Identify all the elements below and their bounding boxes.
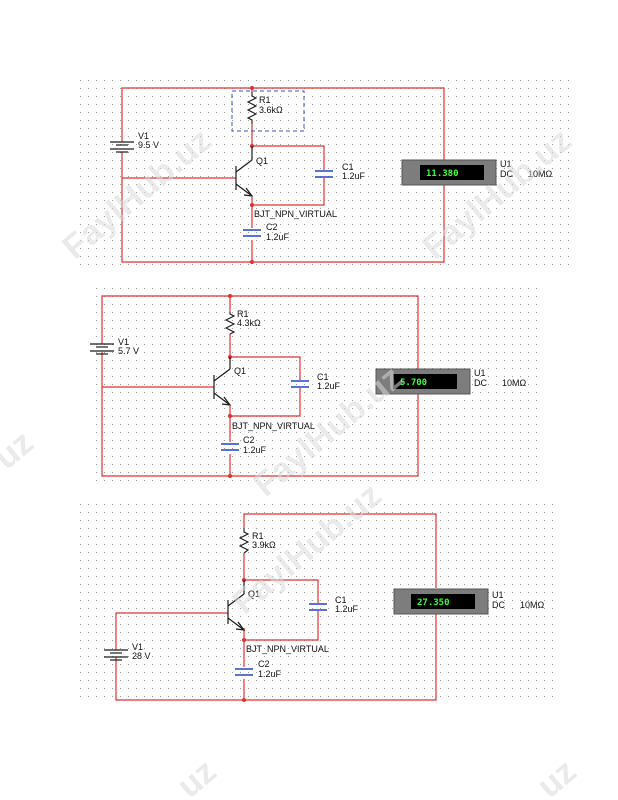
transistor-name-2: Q1 — [234, 366, 246, 376]
meter-name-2: U1 — [474, 368, 486, 378]
transistor-model-1: BJT_NPN_VIRTUAL — [254, 209, 337, 219]
battery-v1-symbol[interactable] — [104, 649, 128, 661]
battery-value-2: 5.7 V — [118, 346, 139, 356]
transistor-model-2: BJT_NPN_VIRTUAL — [232, 421, 315, 431]
c2-name-1: C2 — [266, 222, 278, 232]
capacitor-c2-symbol[interactable] — [235, 668, 253, 676]
multimeter-screen-2 — [393, 374, 457, 389]
capacitor-c2-symbol[interactable] — [221, 443, 239, 451]
battery-v1-symbol[interactable] — [110, 141, 134, 153]
multimeter-reading-1: 11.380 — [426, 169, 459, 179]
c1-name-2: C1 — [317, 372, 329, 382]
c2-value-2: 1.2uF — [243, 445, 267, 455]
battery-v1-symbol[interactable] — [90, 343, 114, 355]
transistor-name-3: Q1 — [248, 589, 260, 599]
multimeter-screen-3 — [411, 594, 475, 609]
meter-impedance-2: 10MΩ — [502, 378, 527, 388]
c1-name-1: C1 — [342, 162, 354, 172]
selection-box-r1[interactable] — [231, 90, 305, 132]
resistor-name-3: R1 — [252, 531, 264, 541]
capacitor-c1-symbol[interactable] — [315, 170, 333, 178]
transistor-name-1: Q1 — [256, 156, 268, 166]
c1-value-3: 1.2uF — [335, 604, 359, 614]
battery-value-1: 9.5 V — [138, 140, 159, 150]
meter-mode-1: DC — [500, 169, 513, 179]
c1-name-3: C1 — [335, 595, 347, 605]
multimeter-reading-2: 5.700 — [400, 378, 427, 388]
resistor-name-2: R1 — [237, 309, 249, 319]
c1-value-2: 1.2uF — [317, 381, 341, 391]
junctions-panel-2 — [228, 294, 232, 478]
meter-mode-3: DC — [492, 600, 505, 610]
resistor-value-3: 3.9kΩ — [252, 540, 276, 550]
capacitor-c2-symbol[interactable] — [243, 229, 261, 237]
watermark-6: uz — [170, 752, 223, 800]
meter-name-1: U1 — [500, 159, 512, 169]
resistor-r1-symbol[interactable] — [224, 312, 236, 335]
battery-name-1: V1 — [138, 131, 149, 141]
circuit-panel-3: V1 28 V R1 3.9kΩ Q1 BJT_NPN_VIRTUAL C1 1… — [74, 498, 558, 702]
multimeter-reading-3: 27.350 — [417, 598, 450, 608]
resistor-r1-symbol[interactable] — [238, 528, 250, 554]
wires-panel-1 — [121, 87, 445, 263]
c1-value-1: 1.2uF — [342, 171, 366, 181]
resistor-value-2: 4.3kΩ — [237, 318, 261, 328]
resistor-name-1: R1 — [259, 95, 271, 105]
capacitor-c1-symbol[interactable] — [291, 380, 309, 388]
transistor-q1-symbol[interactable] — [227, 580, 246, 631]
battery-name-2: V1 — [118, 337, 129, 347]
c2-name-3: C2 — [258, 659, 270, 669]
multimeter-screen-1 — [420, 165, 484, 180]
meter-mode-2: DC — [474, 378, 487, 388]
meter-impedance-3: 10MΩ — [520, 600, 545, 610]
resistor-r1-symbol[interactable] — [246, 92, 258, 124]
c2-value-3: 1.2uF — [258, 669, 282, 679]
transistor-q1-symbol[interactable] — [213, 357, 232, 406]
circuit-panel-2: V1 5.7 V R1 4.3kΩ Q1 BJT_NPN_VIRTUAL C1 … — [90, 286, 544, 482]
transistor-model-3: BJT_NPN_VIRTUAL — [246, 644, 329, 654]
transistor-q1-symbol[interactable] — [235, 146, 254, 197]
watermark-5: uz — [0, 424, 41, 477]
c2-name-2: C2 — [243, 435, 255, 445]
c2-value-1: 1.2uF — [266, 232, 290, 242]
battery-value-3: 28 V — [132, 651, 151, 661]
meter-name-3: U1 — [492, 590, 504, 600]
battery-name-3: V1 — [132, 642, 143, 652]
capacitor-c1-symbol[interactable] — [309, 603, 327, 611]
meter-impedance-1: 10MΩ — [528, 169, 553, 179]
watermark-7: uz — [530, 752, 583, 800]
circuit-panel-1: V1 9.5 V R1 3.6kΩ Q1 BJT_NPN_VIRTUAL C1 … — [76, 76, 574, 268]
resistor-value-1: 3.6kΩ — [259, 105, 283, 115]
wires-panel-3 — [115, 513, 437, 701]
wires-panel-2 — [101, 295, 419, 477]
